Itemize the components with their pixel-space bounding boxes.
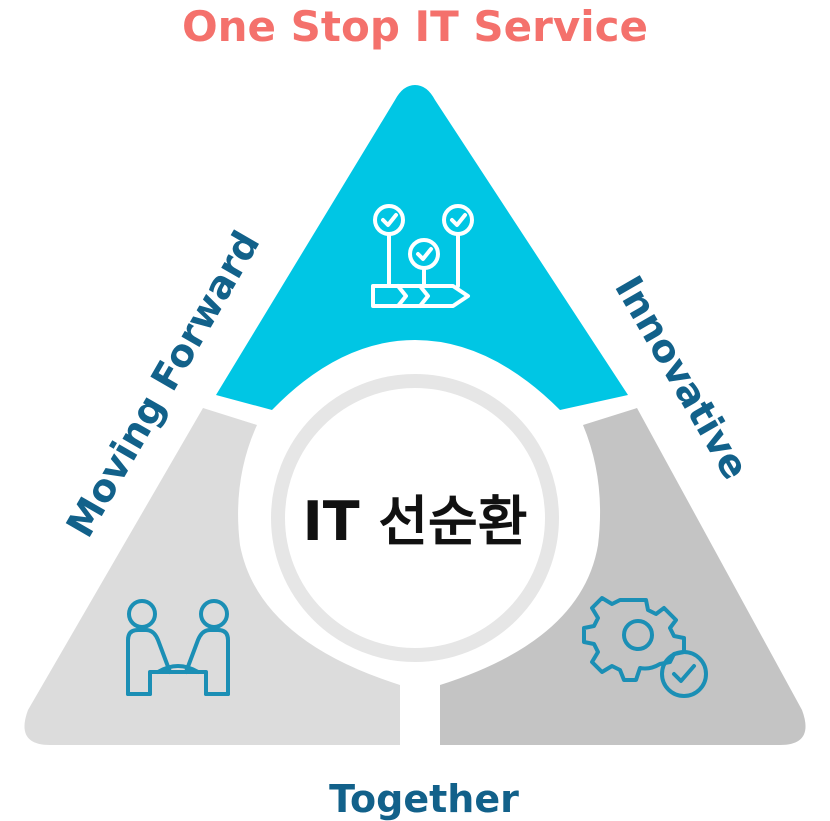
handshake-partners-icon (126, 599, 230, 696)
center-label: IT 선순환 (303, 490, 528, 553)
segment-bottom-right (440, 408, 806, 745)
page-title: One Stop IT Service (181, 2, 649, 51)
gear-check-icon (582, 596, 708, 698)
label-together: Together (329, 777, 519, 821)
center-ring (263, 366, 567, 670)
roadmap-milestones-icon (371, 204, 474, 308)
segment-top (216, 85, 628, 410)
segment-bottom-left (24, 408, 401, 745)
